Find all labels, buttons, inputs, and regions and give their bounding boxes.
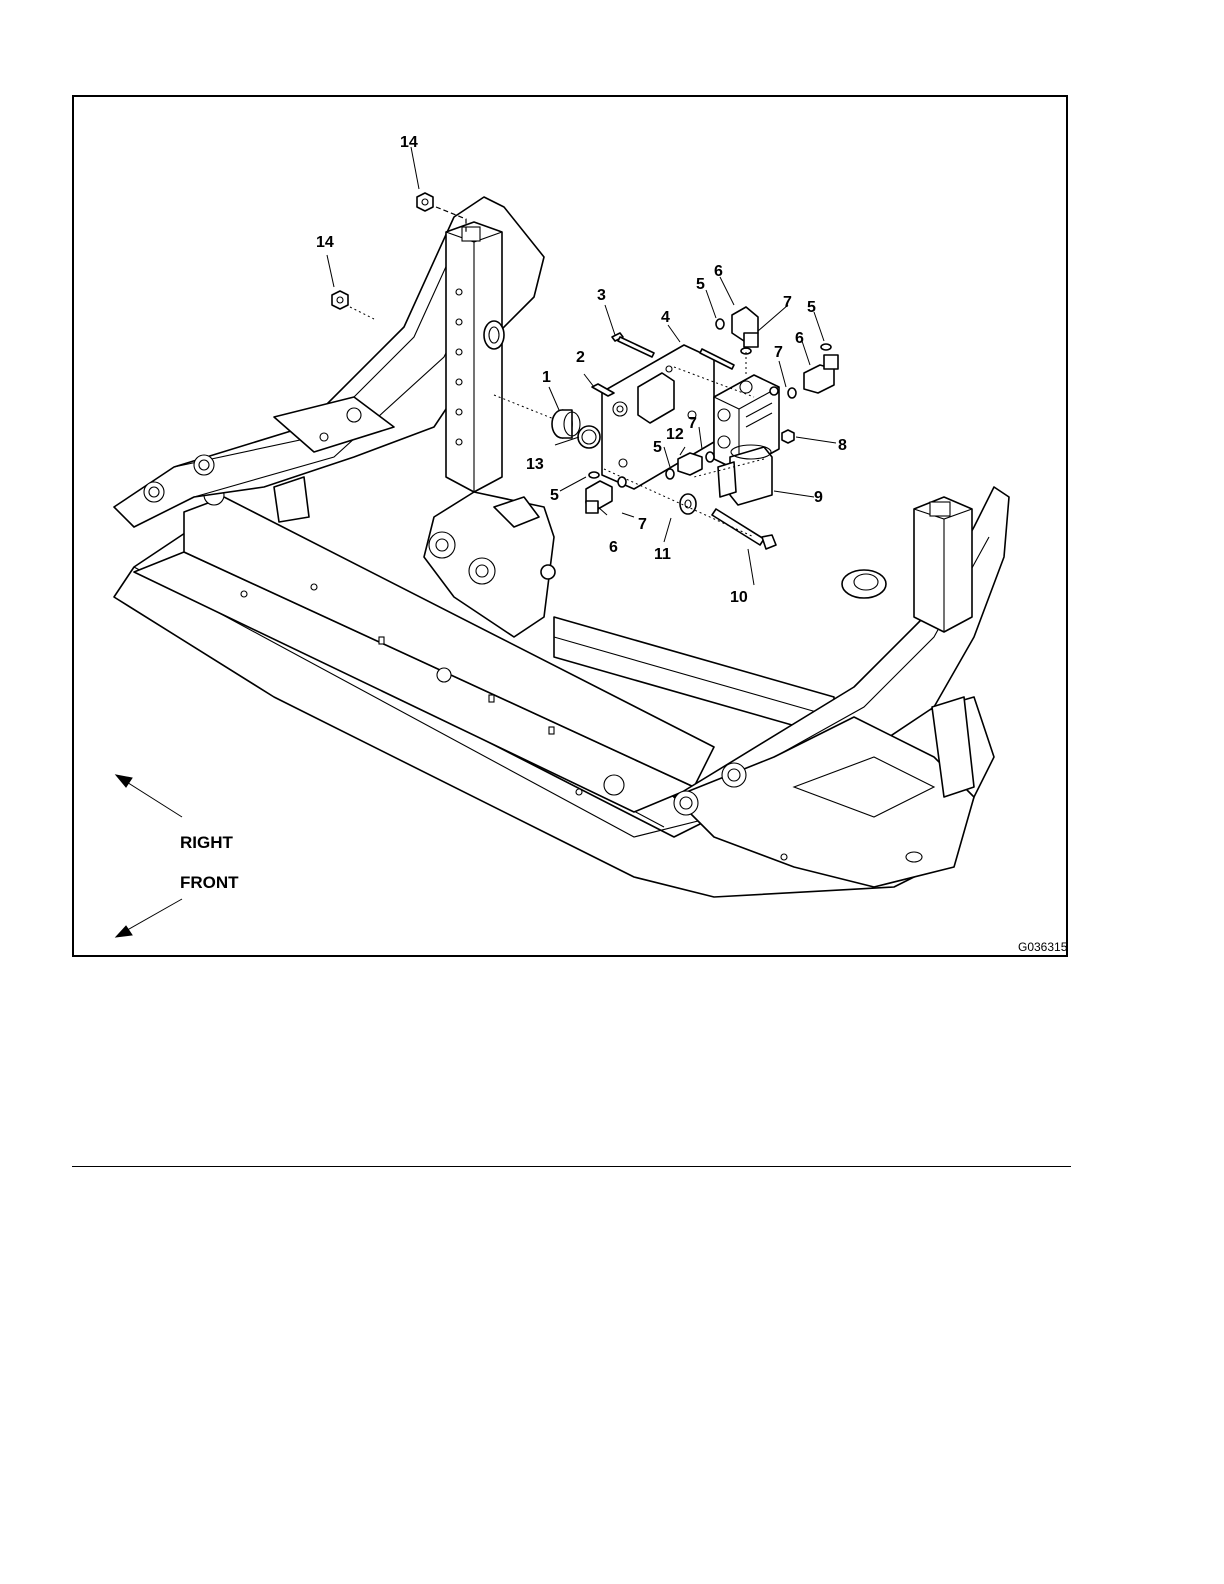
callout-6-right: 6: [795, 330, 804, 347]
callout-6-left: 6: [609, 539, 618, 556]
nut-part-8: [782, 430, 794, 443]
callout-9: 9: [814, 489, 823, 506]
direction-indicator-right: RIGHT: [116, 775, 234, 852]
nut-part-14-upper: [417, 193, 433, 211]
callout-5-right: 5: [807, 299, 816, 316]
callout-13: 13: [526, 456, 544, 473]
callout-7-right: 7: [774, 344, 783, 361]
callout-10: 10: [730, 589, 748, 606]
callout-7-left: 7: [638, 516, 647, 533]
direction-front-label: FRONT: [180, 873, 239, 892]
callout-6-top: 6: [714, 263, 723, 280]
elbow-fitting-part-6-right: [804, 355, 838, 393]
callout-3: 3: [597, 287, 606, 304]
figure-id: G036315: [1018, 940, 1066, 954]
callout-8: 8: [838, 437, 847, 454]
elbow-fitting-part-6-top: [732, 307, 758, 347]
parts-diagram-frame: 14 14 1 2 3 4 5 6 7 5 6 7 8 9 10 11 7 6 …: [72, 95, 1068, 957]
callout-4: 4: [661, 309, 670, 326]
callout-14-lower: 14: [316, 234, 334, 251]
section-divider: [72, 1166, 1071, 1167]
bushing-part-1: [552, 410, 580, 438]
callout-5-top: 5: [696, 276, 705, 293]
callout-7-top: 7: [783, 294, 792, 311]
callout-7-mid: 7: [688, 415, 697, 432]
frame-assembly-illustration: 14 14 1 2 3 4 5 6 7 5 6 7 8 9 10 11 7 6 …: [74, 97, 1066, 955]
direction-right-label: RIGHT: [180, 833, 234, 852]
bolt-part-10: [712, 509, 776, 549]
left-upright-post: [446, 222, 504, 492]
callout-1: 1: [542, 369, 551, 386]
callout-11: 11: [654, 546, 671, 563]
callout-5-left: 5: [550, 487, 559, 504]
callout-12: 12: [666, 426, 684, 443]
nut-part-14-lower: [332, 291, 348, 309]
direction-indicator-front: FRONT: [116, 873, 239, 937]
callout-2: 2: [576, 349, 585, 366]
o-ring-part-13: [578, 426, 600, 448]
callout-14-upper: 14: [400, 134, 418, 151]
callout-5-mid: 5: [653, 439, 662, 456]
